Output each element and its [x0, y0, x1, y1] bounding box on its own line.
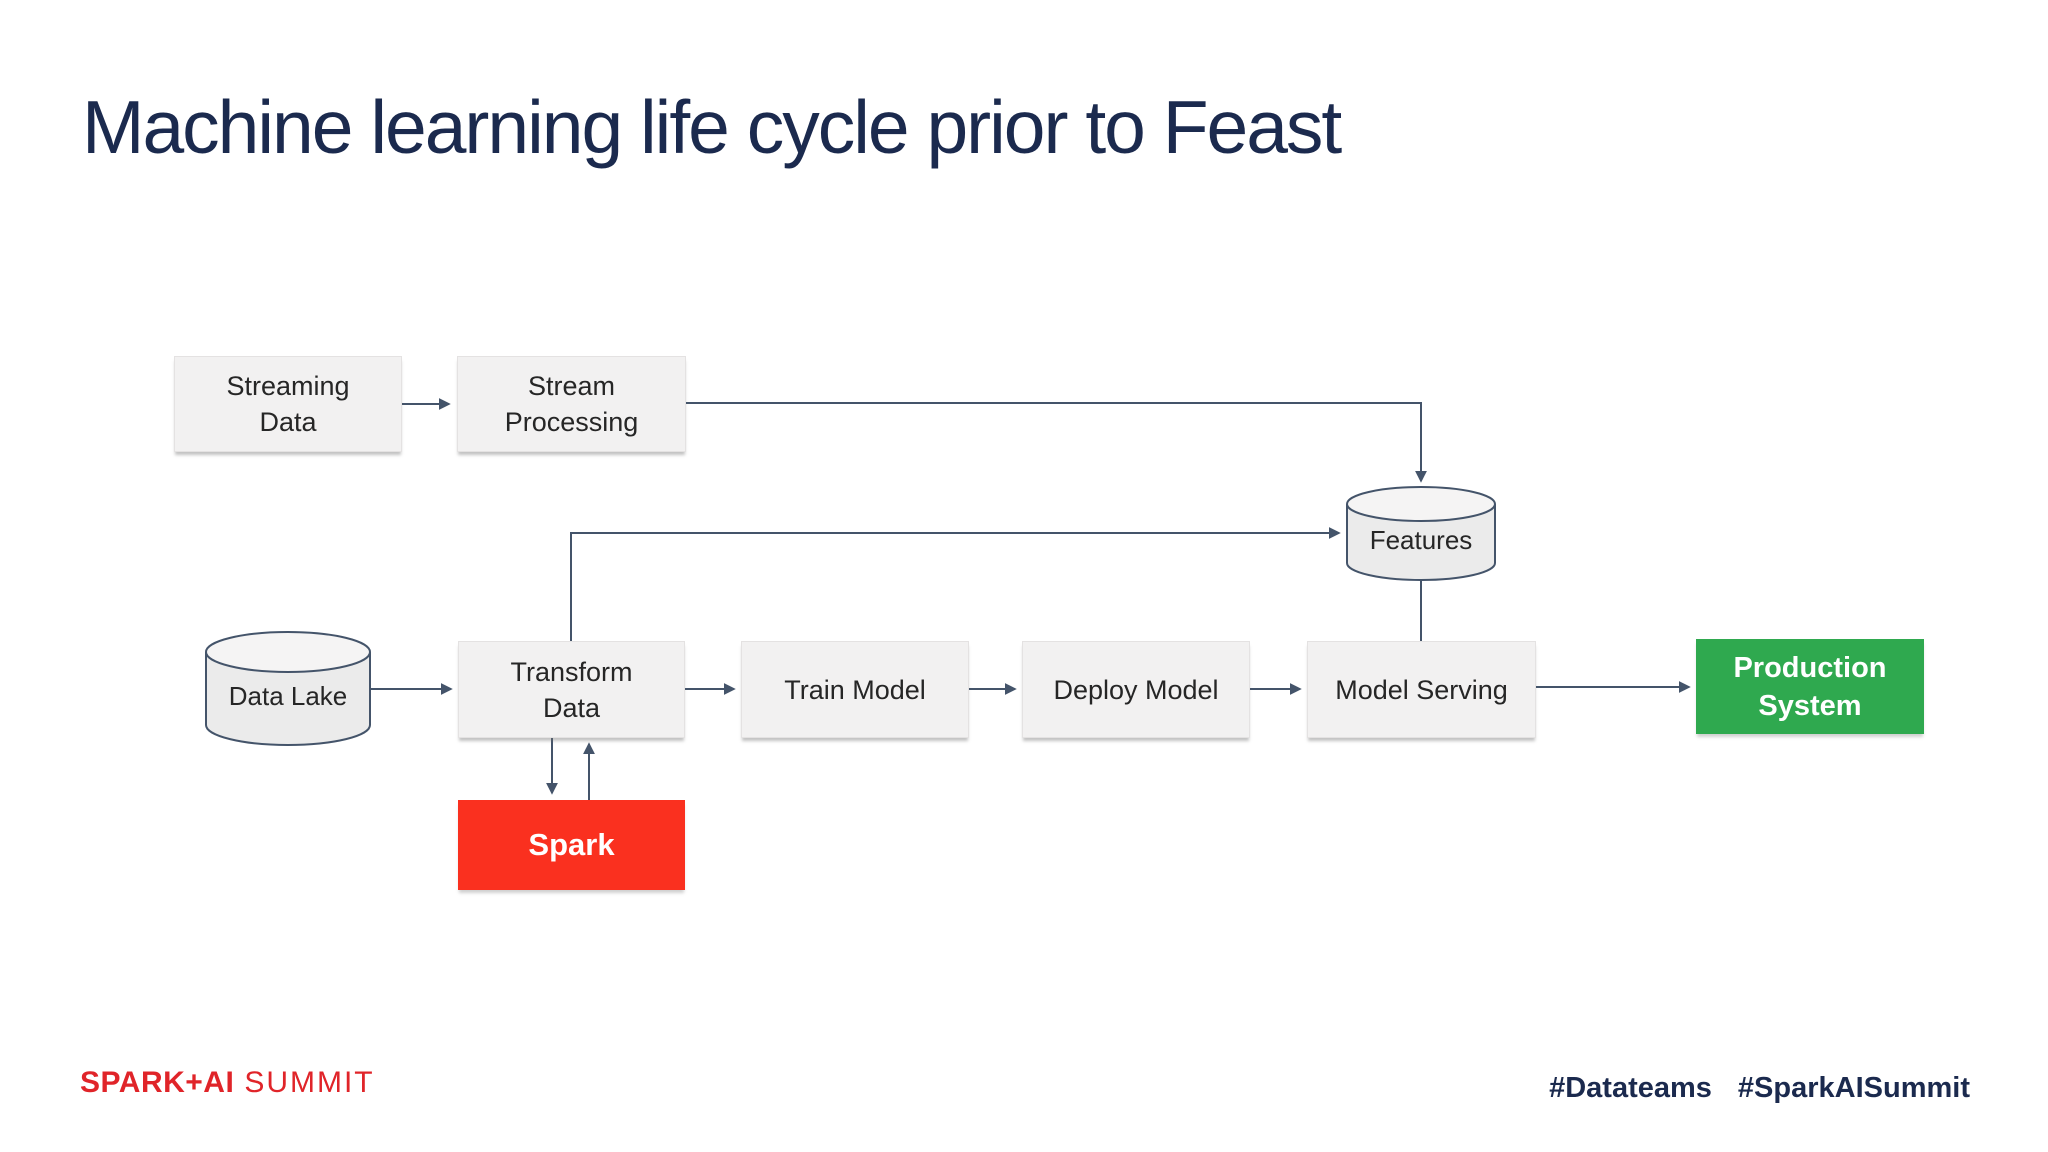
- hashtag-sparkaisummit: #SparkAISummit: [1737, 1072, 1970, 1104]
- node-spark: Spark: [458, 800, 685, 890]
- database-cylinder-data-lake: [205, 631, 371, 746]
- node-label: Streaming Data: [226, 371, 350, 437]
- node-model-serving: Model Serving: [1307, 641, 1536, 738]
- node-label: Train Model: [784, 674, 926, 705]
- edge-transform-data-to-features: [570, 527, 1341, 641]
- page-title: Machine learning life cycle prior to Fea…: [82, 85, 1342, 169]
- node-production-system: Production System: [1696, 639, 1924, 734]
- database-cylinder-features: [1346, 486, 1496, 581]
- node-label: Production System: [1733, 651, 1887, 722]
- summit-logo: SPARK+AI SUMMIT: [80, 1066, 375, 1100]
- node-features-label: Features: [1346, 508, 1496, 572]
- node-deploy-model: Deploy Model: [1022, 641, 1250, 738]
- summit-logo-secondary: SUMMIT: [244, 1066, 375, 1099]
- node-label: Stream Processing: [504, 371, 639, 437]
- node-data-lake-label: Data Lake: [205, 660, 371, 732]
- node-train-model: Train Model: [741, 641, 969, 738]
- hashtag-datateams: #Datateams: [1549, 1072, 1712, 1104]
- node-stream-processing: Stream Processing: [457, 356, 686, 452]
- summit-logo-primary: SPARK+AI: [80, 1066, 235, 1099]
- node-transform-data: Transform Data: [458, 641, 685, 738]
- node-label: Model Serving: [1335, 674, 1508, 705]
- node-label: Transform Data: [510, 656, 633, 723]
- edge-stream-processing-to-features: [686, 402, 1427, 483]
- node-label: Deploy Model: [1053, 674, 1219, 705]
- node-streaming-data: Streaming Data: [174, 356, 402, 452]
- node-label: Features: [1369, 525, 1473, 555]
- node-label: Data Lake: [228, 681, 348, 711]
- node-label: Spark: [528, 827, 615, 862]
- hashtags: #Datateams #SparkAISummit: [1549, 1072, 1970, 1105]
